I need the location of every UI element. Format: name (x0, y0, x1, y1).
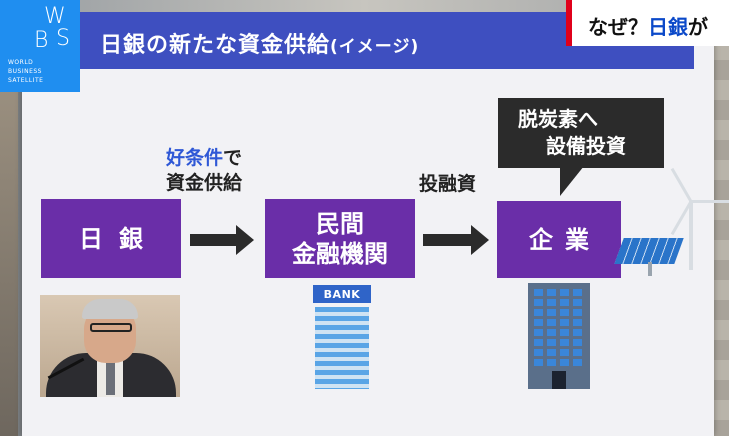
condition-suffix: で (223, 147, 243, 169)
speech-line1: 脱炭素へ (518, 107, 598, 131)
office-window (573, 319, 582, 326)
office-window (547, 299, 556, 306)
office-door (552, 371, 566, 389)
office-window (560, 319, 569, 326)
office-window (573, 329, 582, 336)
logo-letter-w: W (44, 4, 66, 29)
solar-panel-icon (614, 238, 684, 264)
turbine-blade (691, 200, 729, 203)
office-window (534, 359, 543, 366)
caption-suffix: が (688, 15, 708, 39)
office-window (534, 349, 543, 356)
office-window (560, 309, 569, 316)
logo-line-world: WORLD (8, 59, 34, 66)
office-window (573, 289, 582, 296)
hair-shape (82, 299, 138, 319)
governor-photo (40, 295, 180, 397)
caption-accent: 日銀 (648, 15, 688, 39)
speech-line2: 設備投資 (546, 134, 626, 158)
condition-label: 好条件で 資金供給 (166, 146, 242, 196)
office-window (547, 339, 556, 346)
logo-text: WORLD BUSINESS SATELLITE (8, 58, 43, 85)
office-window (573, 349, 582, 356)
wind-turbine-icon (689, 200, 693, 270)
logo-line-business: BUSINESS (8, 68, 42, 75)
glasses-shape (90, 323, 132, 332)
office-window (534, 329, 543, 336)
arrow-right-icon (190, 225, 254, 255)
slide-title-main: 日銀の新たな資金供給 (100, 33, 331, 58)
caption-text: なぜ？日銀が (588, 11, 708, 40)
office-window (573, 339, 582, 346)
caption-prefix: なぜ？ (588, 15, 648, 39)
investment-label: 投融資 (419, 173, 477, 195)
office-window (560, 339, 569, 346)
corporation-box: 企業 (497, 201, 621, 278)
office-window (534, 319, 543, 326)
office-window (547, 359, 556, 366)
tie-shape (106, 361, 115, 395)
logo-letter-b: B (34, 28, 49, 53)
bank-building-icon: BANK (313, 285, 371, 389)
office-window (573, 359, 582, 366)
logo-line-satellite: SATELLITE (8, 77, 44, 84)
slide-title-sub: (イメージ) (330, 37, 420, 57)
bank-building-body (315, 307, 369, 389)
office-window (547, 309, 556, 316)
logo-letter-s: S (56, 26, 70, 51)
office-window (547, 289, 556, 296)
topic-caption: なぜ？日銀が (566, 0, 729, 46)
solar-panel-stand (648, 262, 652, 276)
condition-highlight: 好条件 (166, 147, 224, 169)
arrow-right-icon (423, 225, 489, 255)
bank-sign: BANK (313, 285, 371, 303)
office-window (534, 289, 543, 296)
office-window (534, 299, 543, 306)
wbs-logo: W B S WORLD BUSINESS SATELLITE (0, 0, 80, 92)
studio-wall-left (0, 90, 18, 436)
office-window (560, 329, 569, 336)
office-window (534, 339, 543, 346)
office-window (547, 329, 556, 336)
office-window (560, 299, 569, 306)
boj-box: 日銀 (41, 199, 181, 278)
office-window (560, 289, 569, 296)
bank-box-line1: 民間 (316, 209, 364, 238)
speech-bubble: 脱炭素へ 設備投資 (498, 98, 664, 196)
office-window (547, 349, 556, 356)
bank-box: 民間 金融機関 (265, 199, 415, 278)
office-window (560, 359, 569, 366)
bank-box-line2: 金融機関 (292, 239, 388, 268)
logo-letters: W B S (6, 4, 76, 53)
slide-title: 日銀の新たな資金供給(イメージ) (100, 27, 419, 59)
office-window (573, 309, 582, 316)
condition-line2: 資金供給 (166, 172, 243, 194)
office-building-icon (528, 283, 590, 389)
office-window (560, 349, 569, 356)
office-window (573, 299, 582, 306)
office-window (547, 319, 556, 326)
office-window (534, 309, 543, 316)
